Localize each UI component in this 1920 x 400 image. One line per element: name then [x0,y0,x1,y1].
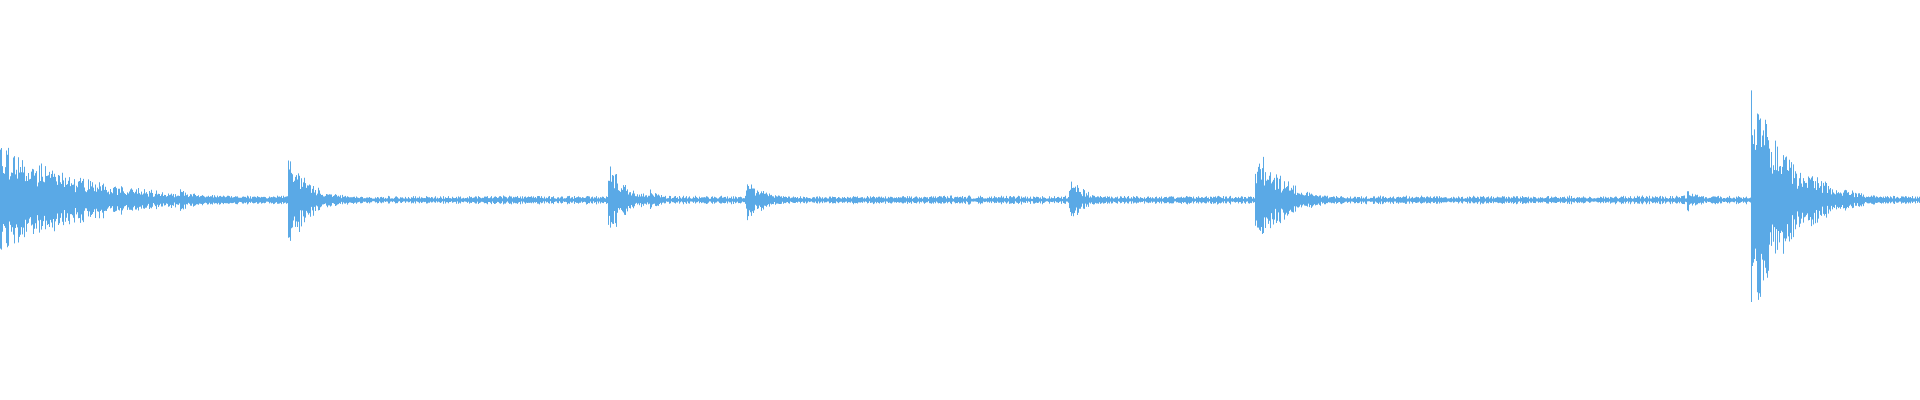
waveform-samples [0,90,1920,303]
waveform-envelope [0,90,1920,303]
